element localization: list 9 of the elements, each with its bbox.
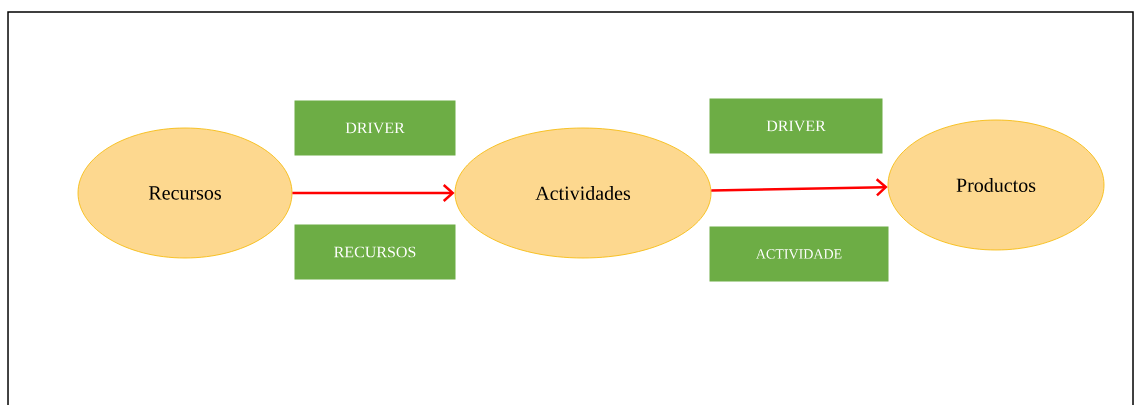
label-box: DRIVER (709, 98, 883, 154)
label-box: DRIVER (294, 100, 456, 156)
label-box: RECURSOS (294, 224, 456, 280)
ellipse-node: Actividades (454, 127, 712, 259)
ellipse-node: Recursos (77, 127, 293, 259)
arrow (292, 184, 455, 202)
ellipse-node: Productos (887, 119, 1105, 251)
label-box: ACTIVIDADE (709, 226, 889, 282)
arrow (711, 178, 888, 197)
